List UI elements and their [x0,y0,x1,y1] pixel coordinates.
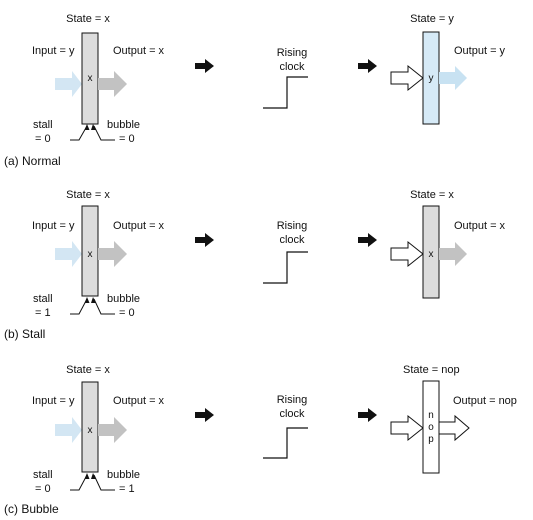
panel-bubble-bubble-value: = 1 [119,483,135,495]
panel-stall-content-before: x [88,249,93,260]
input-hollow-arrow-icon [390,240,424,268]
output-hollow-arrow-icon [438,414,470,442]
panel-stall-state-before: State = x [66,189,110,201]
state-value: nop [441,364,459,376]
clock-rising-edge-icon [263,427,308,459]
panel-bubble-caption: (c) Bubble [4,502,59,516]
transition-arrow-icon [195,59,214,73]
input-arrow-icon [55,241,82,267]
output-arrow-icon [439,242,467,266]
panel-normal-stall-value: = 0 [35,133,51,145]
panel-bubble-content-before: x [88,425,93,436]
panel-stall-caption: (b) Stall [4,327,45,341]
panel-normal-content-before: x [88,73,93,84]
panel-stall-bubble-label: bubble [107,293,140,305]
panel-normal: State = x Input = y Output = x x stall =… [4,13,506,168]
panel-bubble-stall-value: = 0 [35,483,51,495]
transition-arrow-icon [358,59,377,73]
output-arrow-icon [439,66,467,90]
input-hollow-arrow-icon [390,64,424,92]
clock-rising-edge-icon [263,76,308,109]
panel-bubble: State = x Input = y Output = x x stall =… [4,364,517,516]
panel-bubble-input-label: Input = y [32,395,75,407]
panel-normal-content-after: y [429,73,434,84]
panel-normal-caption: (a) Normal [4,154,61,168]
panel-normal-input-label: Input = y [32,45,75,57]
output-arrow-icon [98,417,127,443]
panel-stall-output-label-after: Output = x [454,220,506,232]
panel-stall-clock-line2: clock [279,234,305,246]
stall-wire [70,298,88,315]
transition-arrow-icon [358,408,377,422]
stall-arrowhead-icon [84,124,90,130]
panel-stall: State = x Input = y Output = x x stall =… [4,189,506,341]
panel-stall-stall-label: stall [33,293,53,305]
stall-wire [70,474,88,491]
panel-bubble-content-after-n: n [428,411,434,422]
output-arrow-icon [98,241,127,267]
output-prefix: Output = [453,395,499,407]
bubble-arrowhead-icon [91,473,96,479]
panel-bubble-content-after-o: o [428,423,434,434]
state-prefix: State = [403,364,441,376]
output-value: nop [499,395,517,407]
input-hollow-arrow-icon [390,414,424,442]
panel-stall-input-label: Input = y [32,220,75,232]
panel-normal-clock-line2: clock [279,61,305,73]
transition-arrow-icon [358,233,377,247]
panel-stall-output-label-before: Output = x [113,220,165,232]
panel-stall-state-after: State = x [410,189,454,201]
stall-arrowhead-icon [84,473,90,479]
panel-bubble-clock-line2: clock [279,408,305,420]
panel-stall-content-after: x [429,249,434,260]
panel-normal-output-label-after: Output = y [454,45,506,57]
panel-normal-state-before: State = x [66,13,110,25]
panel-bubble-state-after: State = nop [403,364,460,376]
bubble-arrowhead-icon [91,124,96,130]
panel-bubble-stall-label: stall [33,469,53,481]
panel-stall-stall-value: = 1 [35,307,51,319]
stall-wire [70,125,88,141]
output-arrow-icon [98,71,127,97]
stall-arrowhead-icon [84,297,90,303]
bubble-wire [93,474,115,491]
panel-bubble-content-after-p: p [428,435,434,446]
panel-normal-stall-label: stall [33,119,53,131]
panel-stall-clock-line1: Rising [277,220,308,232]
transition-arrow-icon [195,408,214,422]
panel-bubble-output-label-before: Output = x [113,395,165,407]
panel-normal-bubble-label: bubble [107,119,140,131]
bubble-arrowhead-icon [91,297,96,303]
panel-normal-state-after: State = y [410,13,454,25]
clock-rising-edge-icon [263,251,308,284]
panel-bubble-bubble-label: bubble [107,469,140,481]
panel-normal-output-label-before: Output = x [113,45,165,57]
panel-normal-clock-line1: Rising [277,47,308,59]
input-arrow-icon [55,71,82,97]
transition-arrow-icon [195,233,214,247]
bubble-wire [93,298,115,315]
panel-bubble-state-before: State = x [66,364,110,376]
bubble-wire [93,125,115,141]
input-arrow-icon [55,417,82,443]
panel-bubble-clock-line1: Rising [277,394,308,406]
panel-stall-bubble-value: = 0 [119,307,135,319]
panel-normal-bubble-value: = 0 [119,133,135,145]
panel-bubble-output-label-after: Output = nop [453,395,517,407]
